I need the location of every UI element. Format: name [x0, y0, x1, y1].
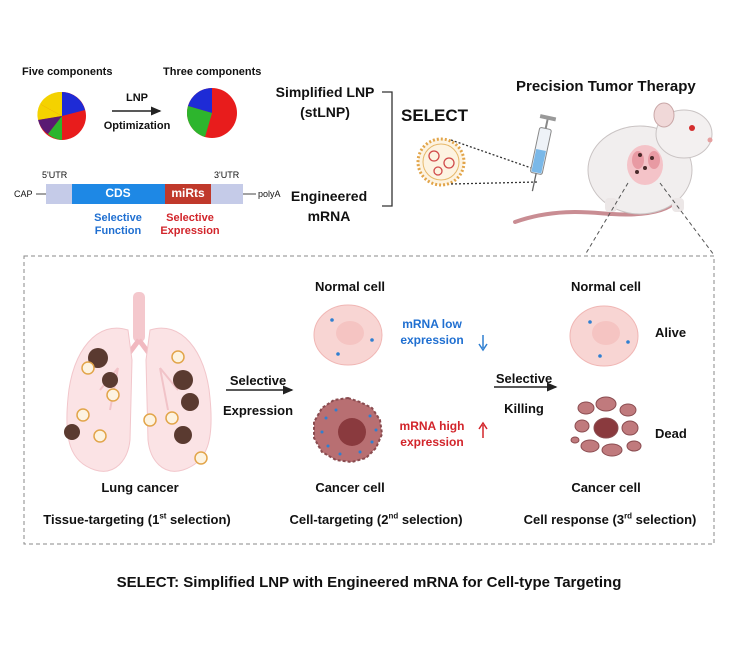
precision-therapy-title: Precision Tumor Therapy [516, 78, 696, 95]
alive-label: Alive [655, 325, 687, 340]
selection-panel [23, 255, 715, 545]
dead-cancer-cell [570, 396, 642, 457]
figure-caption: SELECT: Simplified LNP with Engineered m… [116, 574, 622, 591]
lnp-label: LNP [126, 92, 148, 104]
cell-targeting-label: Cell-targeting (2nd selection) [289, 511, 463, 527]
five-component-pie [37, 91, 86, 140]
select-label: SELECT [401, 106, 469, 125]
optimization-label: Optimization [103, 120, 171, 132]
cancer-cell-label-2: Cancer cell [571, 480, 641, 495]
lnp-particle-icon [416, 137, 466, 187]
cancer-cell-1 [313, 396, 384, 464]
normal-cell-1 [313, 304, 383, 366]
dead-label: Dead [655, 426, 687, 441]
select-bracket [382, 91, 393, 207]
mirts-label: miRts [171, 186, 205, 200]
mrna-construct [36, 184, 256, 204]
three-utr-label: 3'UTR [214, 170, 240, 180]
lung-cancer-label: Lung cancer [101, 480, 179, 495]
tissue-targeting-label: Tissue-targeting (1st selection) [43, 511, 231, 527]
five-utr-label: 5'UTR [42, 170, 68, 180]
lung-tumor [64, 348, 199, 444]
three-component-pie [187, 88, 237, 138]
lnp-in-lung [76, 350, 208, 465]
cap-label: CAP [14, 189, 33, 199]
cancer-cell-label-1: Cancer cell [315, 480, 385, 495]
three-components-label: Three components [163, 66, 262, 78]
normal-cell-2 [569, 305, 639, 367]
cell-response-label: Cell response (3rd selection) [523, 511, 697, 527]
five-components-label: Five components [22, 66, 113, 78]
simplified-lnp-label: Simplified LNP(stLNP) [275, 84, 375, 120]
polya-label: polyA [258, 189, 281, 199]
cds-label: CDS [105, 186, 131, 200]
normal-cell-label-2: Normal cell [570, 279, 642, 294]
syringe-icon [530, 114, 557, 192]
normal-cell-label-1: Normal cell [314, 279, 386, 294]
